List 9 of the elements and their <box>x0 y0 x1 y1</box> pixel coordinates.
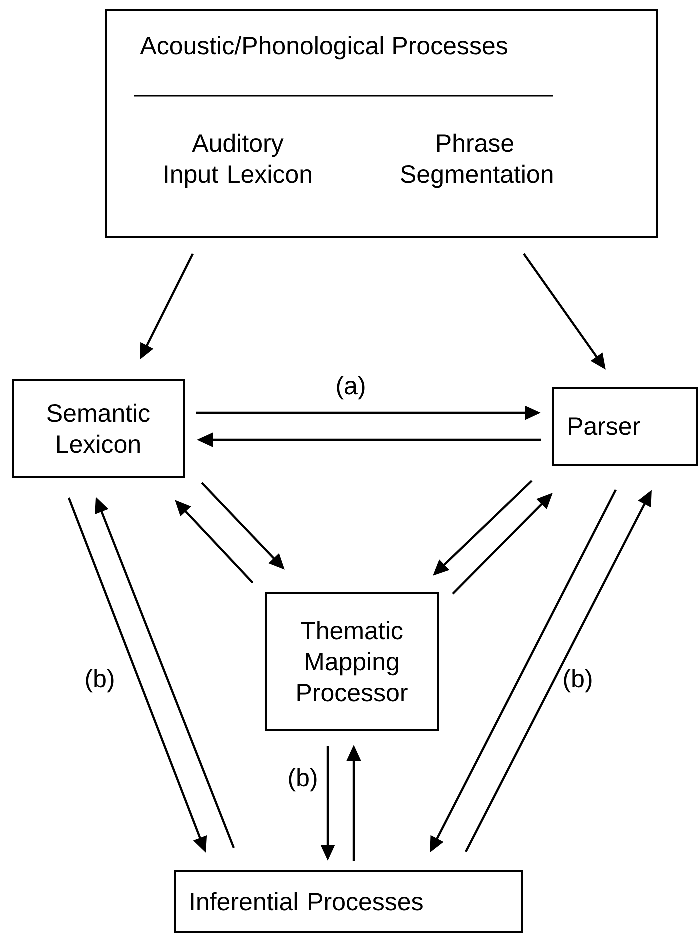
process-box: Acoustic/Phonological Processes Auditory Input Lexicon Phrase Segmentation <box>105 9 658 238</box>
edge-label: (b) <box>562 668 594 694</box>
edge-label: (a) <box>334 375 368 401</box>
process-box: Parser <box>552 387 698 466</box>
process-box: Inferential Processes <box>174 870 523 933</box>
edge-label: (b) <box>84 668 116 694</box>
process-box: Thematic Mapping Processor <box>265 592 439 731</box>
process-box: Semantic Lexicon <box>12 379 185 478</box>
edge-label: (b) <box>286 767 320 793</box>
